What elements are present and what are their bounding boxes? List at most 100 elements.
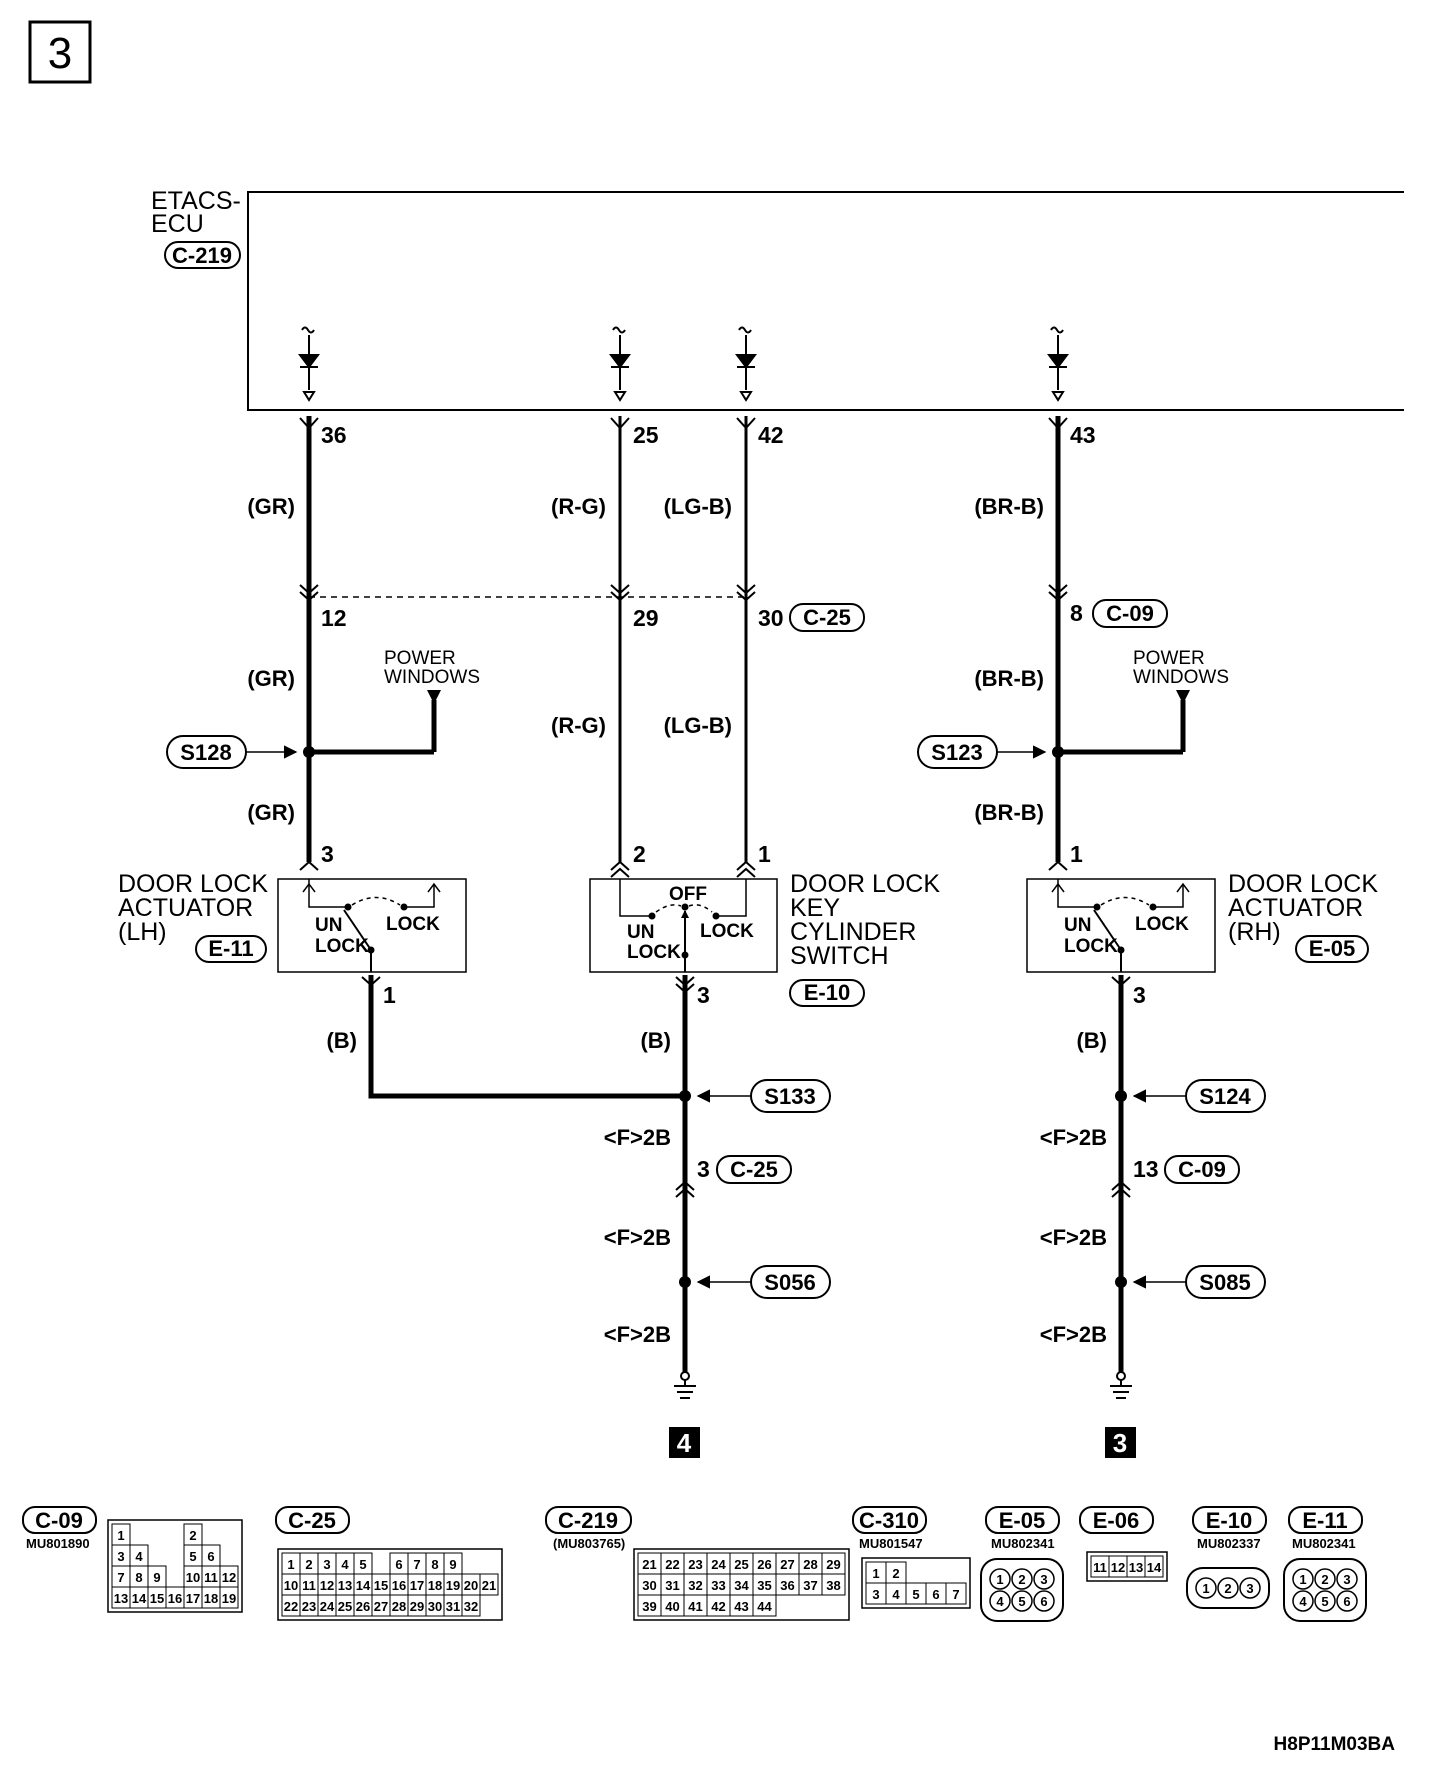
pin-label: 8 [135, 1570, 142, 1585]
legend-e06-name: E-06 [1093, 1508, 1139, 1533]
pin-label: 6 [1040, 1594, 1047, 1609]
pin-label: 3 [1343, 1572, 1350, 1587]
rh-un: UN [1064, 915, 1091, 936]
pin-label: 22 [665, 1557, 679, 1572]
pin-label: 21 [642, 1557, 656, 1572]
f2b-3: <F>2B [604, 1322, 671, 1347]
lh-connector-tag: E-11 [208, 936, 253, 961]
pin-label: 25 [734, 1557, 748, 1572]
pin-cell [1195, 1577, 1217, 1599]
ecu-name-2: ECU [151, 210, 204, 238]
pin-label: 21 [482, 1578, 496, 1593]
kc-lock-b: LOCK [627, 942, 681, 963]
pin-label: 1 [1202, 1581, 1209, 1596]
legend-c219-part: (MU803765) [553, 1536, 625, 1551]
pin-cell [1314, 1590, 1336, 1612]
pin-label: 4 [135, 1549, 143, 1564]
kc-label-4: SWITCH [790, 942, 889, 970]
pin-label: 15 [374, 1578, 388, 1593]
pin-label: 43 [734, 1599, 748, 1614]
ecu-connector-tag: C-219 [172, 243, 232, 268]
c09-ground-tag: C-09 [1178, 1157, 1226, 1182]
pin-label: 5 [1321, 1594, 1328, 1609]
pin-label: 23 [688, 1557, 702, 1572]
arrow-power-windows-left [427, 690, 441, 704]
pin-label: 18 [204, 1591, 218, 1606]
legend-e05-part: MU802341 [991, 1536, 1055, 1551]
kc-un: UN [627, 922, 654, 943]
lh-label-3: (LH) [118, 918, 167, 946]
pin-label: 3 [323, 1557, 330, 1572]
pin-label: 12 [222, 1570, 236, 1585]
lh-label-1: DOOR LOCK [118, 870, 268, 898]
pin-label: 38 [826, 1578, 840, 1593]
ground-label-right: 3 [1113, 1428, 1127, 1458]
pin-cell [219, 1586, 239, 1609]
pin-label: 2 [892, 1566, 899, 1581]
power-windows-right-2: WINDOWS [1133, 667, 1229, 688]
c25-ground-tag: C-25 [730, 1157, 778, 1182]
ground-label-left-box [669, 1427, 700, 1458]
pin-label: 11 [204, 1570, 218, 1585]
c25-tag-upper: C-25 [803, 605, 851, 630]
wire-gr-2: (GR) [247, 666, 295, 691]
lh-label-2: ACTUATOR [118, 894, 253, 922]
pin-cell [1336, 1568, 1358, 1590]
pin-label: 18 [428, 1578, 442, 1593]
rh-lock-a: LOCK [1135, 914, 1189, 935]
kc-label-2: KEY [790, 894, 840, 922]
c09-ground-pin: 13 [1133, 1156, 1159, 1182]
ground-label-right-box [1105, 1427, 1136, 1458]
pin-label: 5 [189, 1549, 196, 1564]
wire-brb-1: (BR-B) [974, 494, 1044, 519]
pin-label: 7 [952, 1587, 959, 1602]
pin-label: 7 [413, 1557, 420, 1572]
pin-label: 44 [757, 1599, 772, 1614]
pin-label: 19 [222, 1591, 236, 1606]
pin-label: 29 [826, 1557, 840, 1572]
pin-label: 2 [1018, 1572, 1025, 1587]
pin-label: 19 [446, 1578, 460, 1593]
pin-label: 10 [284, 1578, 298, 1593]
rh-connector-tag: E-05 [1309, 936, 1355, 961]
pin-cell [752, 1594, 777, 1617]
pin-label: 13 [1129, 1560, 1143, 1575]
pin-label: 23 [302, 1599, 316, 1614]
pin-43: 43 [1070, 422, 1096, 448]
pin-label: 22 [284, 1599, 298, 1614]
pin-label: 16 [168, 1591, 182, 1606]
pin-cell [821, 1573, 846, 1596]
pin-label: 4 [1299, 1594, 1307, 1609]
rh-label-2: ACTUATOR [1228, 894, 1363, 922]
wire-gr-3: (GR) [247, 800, 295, 825]
figure-code: H8P11M03BA [1274, 1734, 1396, 1755]
rh-label-3: (RH) [1228, 918, 1281, 946]
diode-25 [609, 326, 631, 402]
rh-label-1: DOOR LOCK [1228, 870, 1378, 898]
pin-label: 12 [320, 1578, 334, 1593]
wire-b-lh: (B) [326, 1028, 357, 1053]
pin-label: 11 [1093, 1560, 1107, 1575]
pin-cell [1144, 1555, 1164, 1578]
pin-label: 7 [117, 1570, 124, 1585]
f2b-6: <F>2B [1040, 1322, 1107, 1347]
pin-label: 14 [356, 1578, 371, 1593]
pin-label: 11 [302, 1578, 316, 1593]
pin-cell [1011, 1590, 1033, 1612]
arrow-power-windows-right [1176, 690, 1190, 704]
pin-cell [1314, 1568, 1336, 1590]
pin-label: 32 [464, 1599, 478, 1614]
splice-s085-label: S085 [1199, 1270, 1250, 1295]
legend-c219-name: C-219 [558, 1508, 618, 1533]
pin-label: 4 [341, 1557, 349, 1572]
legend-e11-name: E-11 [1302, 1508, 1347, 1533]
pin-cell [1011, 1568, 1033, 1590]
pin-label: 6 [207, 1549, 214, 1564]
legend-c09-part: MU801890 [26, 1536, 90, 1551]
pin-25: 25 [633, 422, 659, 448]
pin-label: 25 [338, 1599, 352, 1614]
page-number: 3 [48, 29, 72, 78]
